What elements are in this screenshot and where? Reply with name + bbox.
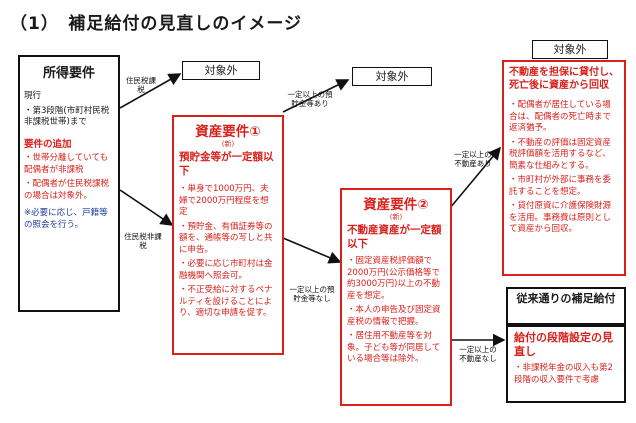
label-taxed: 住民税課税 (126, 76, 156, 94)
arrow-asset2-to-loan (449, 146, 502, 209)
arrow-income-to-asset1 (119, 189, 174, 226)
label-nontaxed: 住民税非課税 (124, 232, 162, 250)
add-item1: ・世帯分離していても配偶者が非課税 (24, 153, 109, 175)
label-under-savings: 一定以上の預貯金等なし (289, 285, 335, 303)
excluded-tag-realestate: 対象外 (532, 40, 608, 59)
asset2-title: 資産要件② (363, 197, 429, 213)
income-header: 所得要件 (42, 66, 95, 81)
asset1-new-badge: (新) (221, 140, 235, 148)
label-over-realestate: 一定以上の不動産あり (454, 150, 492, 168)
asset1-item3: ・必要に応じ市町村は金融機関へ照会可。 (179, 259, 273, 281)
real-estate-loan-box: 不動産を担保に貸付し、死亡後に資産から回収 ・配偶者が居住している場合は、配偶者… (502, 60, 626, 276)
asset1-subtitle: 預貯金等が一定額以下 (179, 151, 274, 177)
current-label: 現行 (24, 91, 42, 101)
loan-item3: ・市町村が外部に事務を委託することを想定。 (509, 175, 612, 197)
loan-item1: ・配偶者が居住している場合は、配偶者の死亡時まで返済猶予。 (509, 100, 612, 133)
asset2-item2: ・本人の申告及び固定資産税の情報で把握。 (347, 305, 441, 327)
conventional-benefit-header-box: 従来通りの補足給付 (506, 287, 626, 325)
arrow-asset1-to-asset2 (282, 237, 342, 264)
arrow-income-to-excluded (119, 73, 182, 109)
income-note: ※必要に応じ、戸籍等の照会を行う。 (24, 208, 108, 230)
excluded-tag-taxed: 対象外 (182, 61, 260, 80)
conventional-item1: ・非課税年金の収入も第2段階の収入要件で考慮 (514, 363, 613, 385)
asset-requirement-1-box: 資産要件① (新) 預貯金等が一定額以下 ・単身で1000万円、夫婦で2000万… (172, 115, 284, 355)
asset1-title: 資産要件① (195, 124, 261, 140)
add-item2: ・配偶者が住民税課税の場合は対象外。 (24, 179, 110, 201)
conventional-title: 給付の段階設定の見直し (514, 331, 613, 358)
excluded-tag-savings: 対象外 (352, 67, 432, 86)
arrow-asset1-to-excluded (282, 79, 350, 113)
asset2-item3: ・居住用不動産等を対象。子ども等が同居している場合等は除外。 (347, 331, 441, 364)
asset2-subtitle: 不動産資産が一定額以下 (347, 224, 442, 250)
income-requirement-box: 所得要件 現行 ・第3段階(市町村民税非課税世帯)まで 要件の追加 ・世帯分離し… (18, 55, 120, 312)
page-title: （1） 補足給付の見直しのイメージ (10, 14, 302, 34)
current-text: ・第3段階(市町村民税非課税世帯)まで (24, 105, 110, 128)
asset2-new-badge: (新) (389, 213, 403, 221)
asset-requirement-2-box: 資産要件② (新) 不動産資産が一定額以下 ・固定資産税評価額で2000万円(公… (340, 188, 452, 406)
label-over-savings: 一定以上の預貯金等あり (287, 90, 333, 108)
benefit-stage-review-box: 給付の段階設定の見直し ・非課税年金の収入も第2段階の収入要件で考慮 (506, 325, 626, 403)
asset2-item1: ・固定資産税評価額で2000万円(公示価格等で約3000万円)以上の不動産を想定… (347, 256, 440, 301)
conventional-header: 従来通りの補足給付 (516, 292, 616, 305)
loan-item4: ・貸付原資に介護保険財源を活用。事務費は原則として資産から回収。 (509, 201, 612, 234)
loan-title: 不動産を担保に貸付し、死亡後に資産から回収 (509, 67, 619, 91)
asset1-item1: ・単身で1000万円、夫婦で2000万円程度を想定 (179, 184, 269, 217)
asset1-item4: ・不正受給に対するペナルティを設けることにより、適切な申請を促す。 (179, 285, 273, 318)
loan-item2: ・不動産の評価は固定資産税評価額を活用するなど、簡素な仕組みとする。 (509, 137, 612, 171)
asset1-item2: ・預貯金、有価証券等の額を、通帳等の写しと共に申告。 (179, 221, 273, 255)
label-under-realestate: 一定以上の不動産なし (459, 345, 497, 363)
add-title: 要件の追加 (24, 138, 72, 150)
